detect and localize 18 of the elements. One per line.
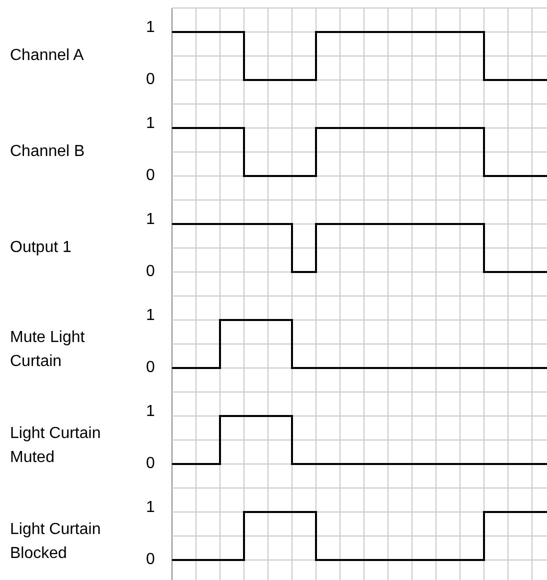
logic-level-label: 0 bbox=[146, 358, 155, 378]
signal-name: Channel B bbox=[10, 142, 86, 162]
logic-level-label: 0 bbox=[146, 454, 155, 474]
logic-level-label: 1 bbox=[146, 114, 155, 134]
signal-name: Light Curtain Blocked bbox=[10, 520, 102, 564]
logic-level-label: 1 bbox=[146, 18, 155, 38]
logic-level-label: 1 bbox=[146, 210, 155, 230]
logic-level-label: 1 bbox=[146, 306, 155, 326]
logic-level-label: 1 bbox=[146, 498, 155, 518]
logic-level-label: 0 bbox=[146, 262, 155, 282]
signal-name: Output 1 bbox=[10, 238, 72, 258]
signal-name: Light Curtain Muted bbox=[10, 424, 102, 468]
logic-level-label: 1 bbox=[146, 402, 155, 422]
logic-level-label: 0 bbox=[146, 70, 155, 90]
signal-name: Mute Light Curtain bbox=[10, 328, 86, 372]
signal-name: Channel A bbox=[10, 46, 85, 66]
logic-level-label: 0 bbox=[146, 166, 155, 186]
logic-level-label: 0 bbox=[146, 550, 155, 570]
